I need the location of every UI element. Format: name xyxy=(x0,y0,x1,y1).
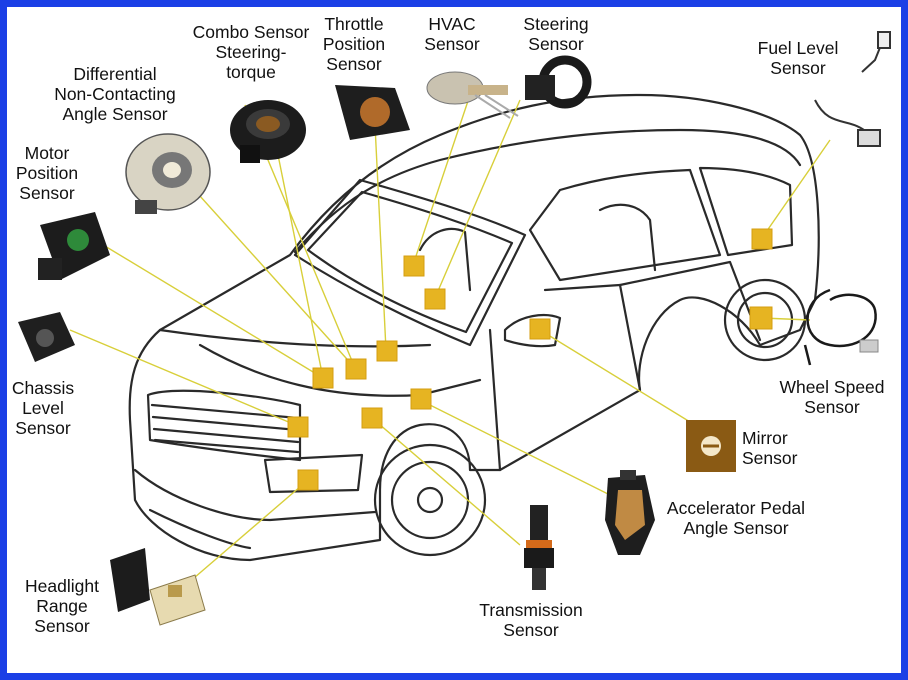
car-outline xyxy=(128,93,820,562)
label-steering-sensor: Steering Sensor xyxy=(523,14,589,54)
marker-chassis xyxy=(287,416,309,438)
label-wheel-speed-sensor: Wheel Speed Sensor xyxy=(779,377,885,417)
throttle-sensor-icon xyxy=(335,85,410,140)
steering-sensor-icon xyxy=(525,55,592,109)
angle-sensor-icon xyxy=(125,133,211,214)
marker-hvac xyxy=(403,255,425,277)
marker-combo xyxy=(345,358,367,380)
marker-differential xyxy=(312,367,334,389)
label-accelerator-pedal-sensor: Accelerator Pedal Angle Sensor xyxy=(666,498,806,538)
marker-throttle xyxy=(376,340,398,362)
marker-transmission xyxy=(361,407,383,429)
label-fuel-level-sensor: Fuel Level Sensor xyxy=(757,38,839,78)
label-hvac-sensor: HVAC Sensor xyxy=(424,14,480,54)
transmission-sensor-icon xyxy=(524,505,554,590)
ring-sensor-icon xyxy=(230,100,306,163)
marker-wheel-speed xyxy=(749,306,773,330)
headlight-sensor-icon xyxy=(110,548,206,626)
marker-steering xyxy=(424,288,446,310)
marker-mirror xyxy=(529,318,551,340)
label-motor-position-sensor: Motor Position Sensor xyxy=(15,143,79,203)
label-combo-sensor: Combo Sensor Steering- torque xyxy=(192,22,310,82)
motor-sensor-icon xyxy=(38,212,110,280)
hvac-sensor-icon xyxy=(426,71,519,119)
label-transmission-sensor: Transmission Sensor xyxy=(479,600,583,640)
marker-fuel-level xyxy=(751,228,773,250)
chassis-sensor-icon xyxy=(18,312,75,362)
label-headlight-range-sensor: Headlight Range Sensor xyxy=(25,576,99,636)
label-differential-angle-sensor: Differential Non-Contacting Angle Sensor xyxy=(54,64,176,124)
pedal-sensor-icon xyxy=(605,470,655,555)
label-mirror-sensor: Mirror Sensor xyxy=(742,428,798,468)
label-throttle-position-sensor: Throttle Position Sensor xyxy=(322,14,386,74)
mirror-sensor-icon xyxy=(686,420,736,472)
marker-accelerator xyxy=(410,388,432,410)
wheel-speed-cable-icon xyxy=(803,288,879,366)
marker-headlight xyxy=(297,469,319,491)
sensor-markers xyxy=(287,228,773,491)
fuel-float-icon xyxy=(814,31,891,147)
label-chassis-level-sensor: Chassis Level Sensor xyxy=(11,378,75,438)
